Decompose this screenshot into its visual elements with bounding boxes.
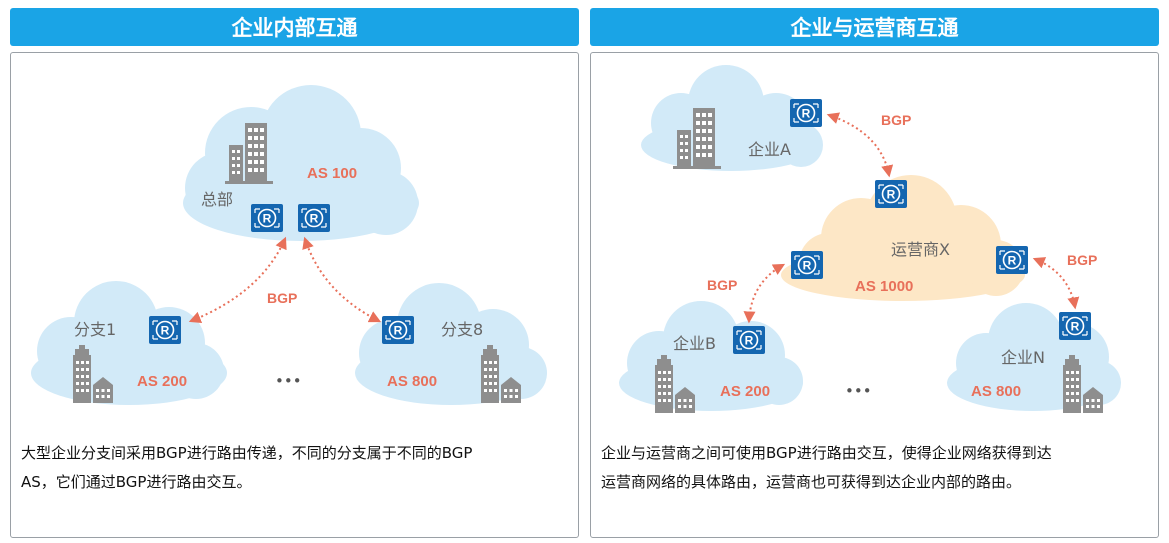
bgp-top-label: BGP [881,112,911,128]
carrier-as-label: AS 1000 [855,278,913,295]
header-carrier-title: 企业与运营商互通 [790,16,959,40]
header-internal: 企业内部互通 [10,8,579,46]
carrier-label: 运营商X [891,240,950,259]
branch1-label: 分支1 [74,320,116,339]
bgp-link-carrier-n [1032,257,1080,310]
hq-router-2-icon[interactable] [297,203,331,233]
hq-router-1-icon[interactable] [250,203,284,233]
internal-diagram: R [31,85,547,405]
carrier-router-right-icon[interactable] [995,245,1029,275]
caption-carrier-line-1: 企业与运营商之间可使用BGP进行路由交互，使得企业网络获得到达 [601,444,1052,462]
enterprise-n-as-label: AS 800 [971,383,1021,400]
enterprise-a-label: 企业A [748,140,791,159]
hq-label: 总部 [201,190,233,209]
panel-carrier: R [590,52,1159,538]
enterprise-a-router-icon[interactable] [789,98,823,128]
bgp-left-label: BGP [707,277,737,293]
caption-internal: 大型企业分支间采用BGP进行路由传递，不同的分支属于不同的BGP AS，它们通过… [21,439,569,497]
enterprise-b-router-icon[interactable] [732,325,766,355]
branch8-router-icon[interactable] [381,315,415,345]
bgp-label: BGP [267,290,297,306]
branch8-label: 分支8 [441,320,483,339]
hq-as-label: AS 100 [307,165,357,182]
bgp-link-carrier-b [743,263,786,324]
enterprise-b-label: 企业B [673,334,716,353]
carrier-router-top-icon[interactable] [874,179,908,209]
bgp-link-hq-branch1 [188,236,287,324]
caption-internal-line-2: AS，它们通过BGP进行路由交互。 [21,473,252,491]
bgp-link-a-carrier [826,112,894,178]
branch1-as-label: AS 200 [137,373,187,390]
header-internal-title: 企业内部互通 [231,16,358,40]
panel-internal: R [10,52,579,538]
caption-carrier-line-2: 运营商网络的具体路由，运营商也可获得到达企业内部的路由。 [601,473,1022,491]
header-carrier: 企业与运营商互通 [590,8,1159,46]
branch1-cloud [31,281,227,405]
branch8-as-label: AS 800 [387,373,437,390]
enterprise-b-as-label: AS 200 [720,383,770,400]
ellipsis-right: ••• [845,382,872,400]
hq-cloud [183,85,419,241]
bgp-link-hq-branch8 [302,236,382,323]
enterprise-n-label: 企业N [1001,348,1045,367]
carrier-diagram: R [619,65,1121,413]
branch1-router-icon[interactable] [148,315,182,345]
caption-internal-line-1: 大型企业分支间采用BGP进行路由传递，不同的分支属于不同的BGP [21,444,473,462]
carrier-router-left-icon[interactable] [790,250,824,280]
enterprise-n-router-icon[interactable] [1058,311,1092,341]
bgp-right-label: BGP [1067,252,1097,268]
enterprise-b-cloud [619,301,803,411]
caption-carrier: 企业与运营商之间可使用BGP进行路由交互，使得企业网络获得到达 运营商网络的具体… [601,439,1149,497]
ellipsis: ••• [275,372,302,390]
